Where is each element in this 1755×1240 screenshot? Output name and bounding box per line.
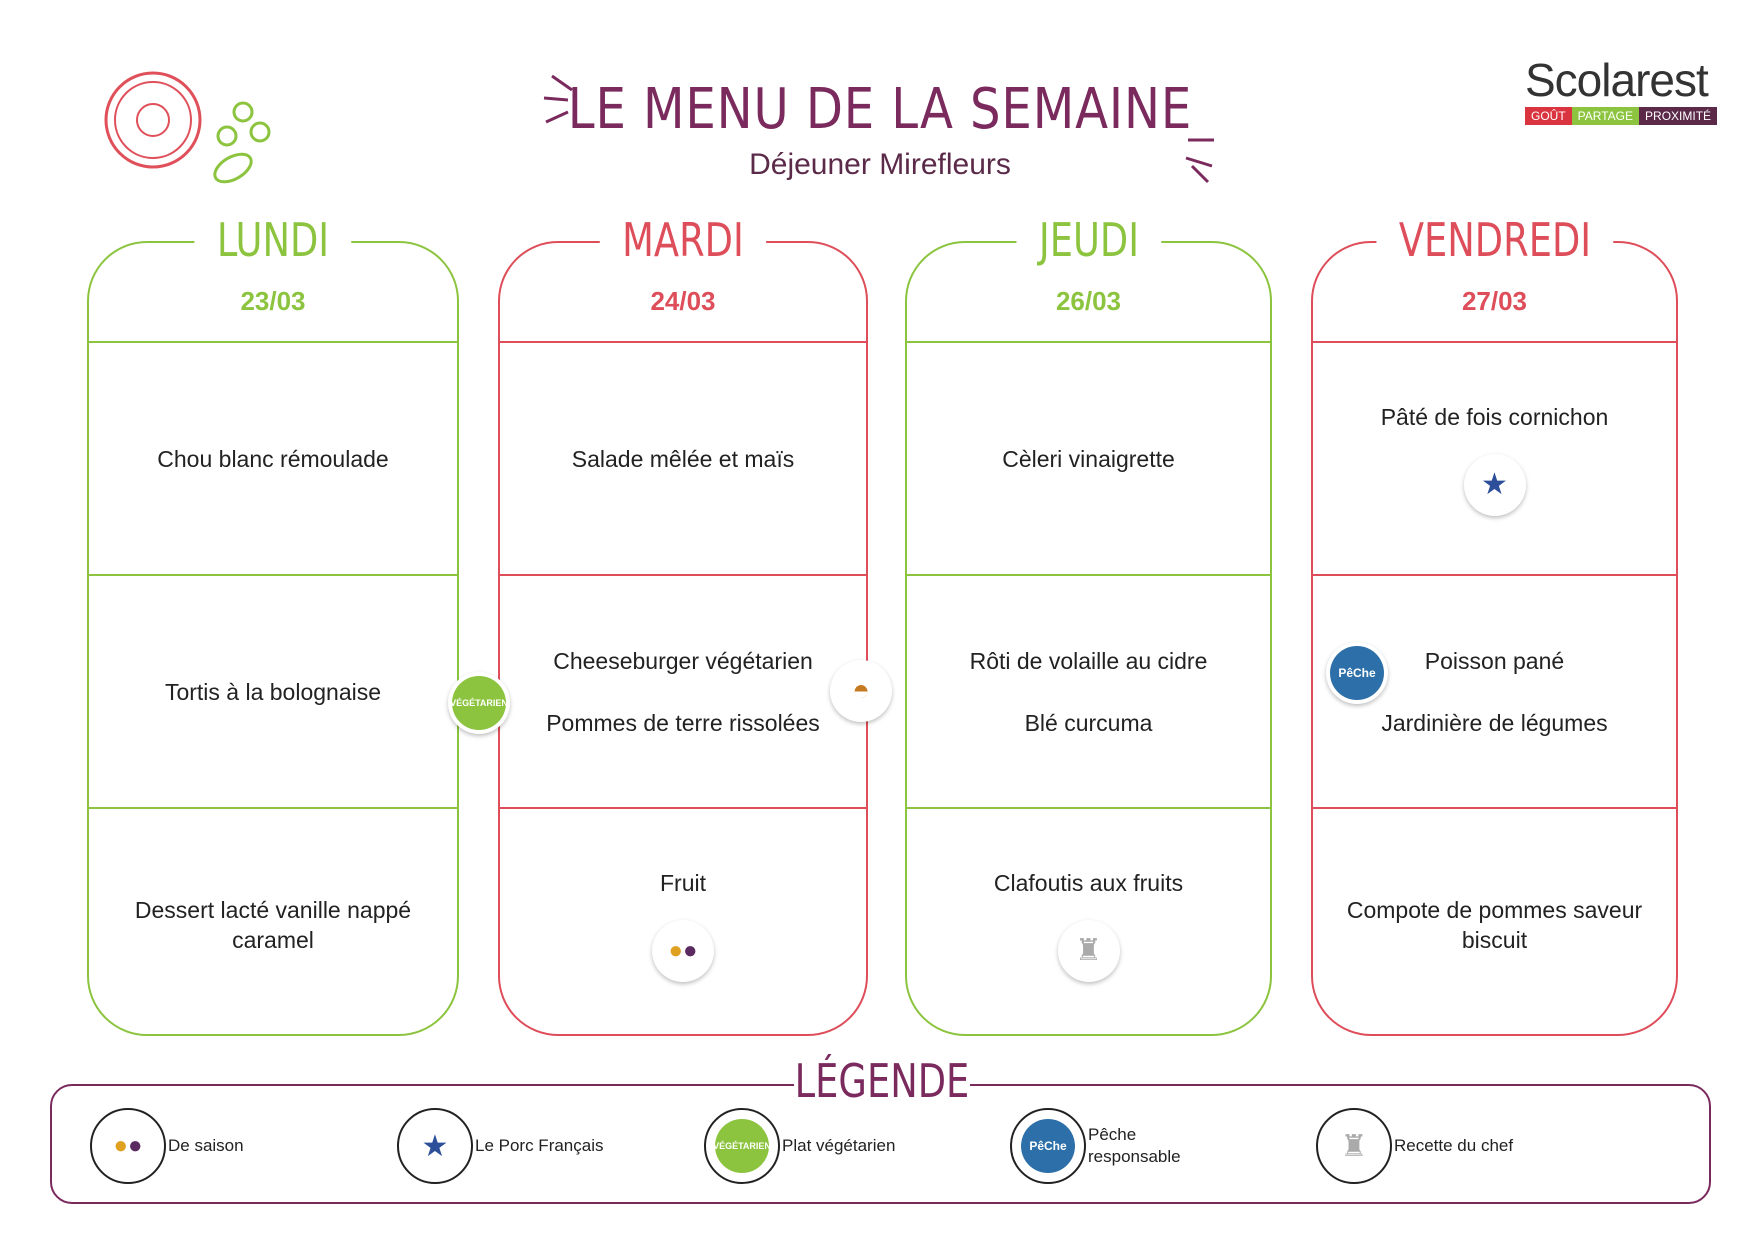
day-date: 27/03 [1461,286,1528,316]
day-name: MARDI [599,215,767,265]
legend-item: ●● De saison [90,1108,298,1184]
starter-cell: Salade mêlée et maïs [500,341,866,574]
chef-recipe-icon: ♜ [1057,919,1120,982]
title-spark-left-icon [543,74,573,124]
responsible-fishing-icon: PêChe [1326,642,1388,704]
legend-item: ♜ Recette du chef [1316,1108,1524,1184]
dessert-cell: Clafoutis aux fruits ♜ [907,807,1270,1040]
legend-label: Pêche responsable [1088,1125,1181,1166]
dish-name: Fruit [660,869,706,896]
french-pork-icon: ★ [406,1117,464,1175]
scolarest-logo: Scolarest GOÛT PARTAGE PROXIMITÉ [1525,55,1718,125]
dish-name: Clafoutis aux fruits [993,869,1184,896]
dessert-cell: Fruit ●● [500,807,866,1040]
seasonal-icon: ●● [99,1117,157,1175]
day-date: 23/03 [240,286,306,316]
french-pork-icon: ★ [1463,453,1526,516]
dish-name: Blé curcuma [1024,709,1153,736]
burger-icon: ◓ [830,660,892,722]
seasonal-icon: ●● [652,919,714,982]
day-date: 24/03 [650,286,716,316]
page-subtitle: Déjeuner Mirefleurs [749,148,1011,181]
main-cell: Tortis à la bolognaise [89,574,457,807]
legend-title: LÉGENDE [794,1054,970,1108]
starter-cell: Pâté de fois cornichon ★ [1313,341,1676,574]
dish-name: Compote de pommes saveur biscuit [1346,896,1643,953]
dish-name: Salade mêlée et maïs [571,445,795,472]
dish-name: Dessert lacté vanille nappé caramel [134,896,412,953]
title-spark-right-icon [1185,138,1214,184]
dish-name: Jardinière de légumes [1381,709,1608,736]
legend-item: ★ Le Porc Français [397,1108,605,1184]
legend-label: De saison [168,1136,244,1155]
page-title: LE MENU DE LA SEMAINE [567,77,1193,142]
chef-recipe-icon: ♜ [1325,1117,1383,1175]
dish-name: Pâté de fois cornichon [1380,403,1609,430]
starter-cell: Chou blanc rémoulade [89,341,457,574]
day-name: LUNDI [194,215,352,265]
dish-name: Chou blanc rémoulade [157,445,389,472]
starter-cell: Cèleri vinaigrette [907,341,1270,574]
dish-name: Rôti de volaille au cidre [969,647,1208,674]
dish-name: Poisson pané [1424,647,1565,674]
dish-name: Cèleri vinaigrette [1002,445,1175,472]
day-name: JEUDI [1015,215,1162,265]
dish-name: Cheeseburger végétarien [553,647,813,674]
dish-name: Pommes de terre rissolées [546,709,820,736]
dessert-cell: Dessert lacté vanille nappé caramel [89,807,457,1040]
tomato-peas-icon [104,71,271,184]
day-name: VENDREDI [1375,215,1614,265]
vegetarian-icon: VÉGÉTARIEN [448,672,510,734]
day-date: 26/03 [1055,286,1122,316]
responsible-fishing-icon: PêChe [1019,1117,1077,1175]
dessert-cell: Compote de pommes saveur biscuit [1313,807,1676,1040]
legend-item: VÉGÉTARIEN Plat végétarien [704,1108,912,1184]
legend-item: PêChe Pêche responsable [1010,1108,1218,1184]
legend-label: Plat végétarien [782,1136,896,1155]
vegetarian-icon: VÉGÉTARIEN [713,1117,771,1175]
dish-name: Tortis à la bolognaise [164,678,382,705]
legend-label: Recette du chef [1394,1136,1514,1155]
legend-label: Le Porc Français [475,1136,604,1155]
